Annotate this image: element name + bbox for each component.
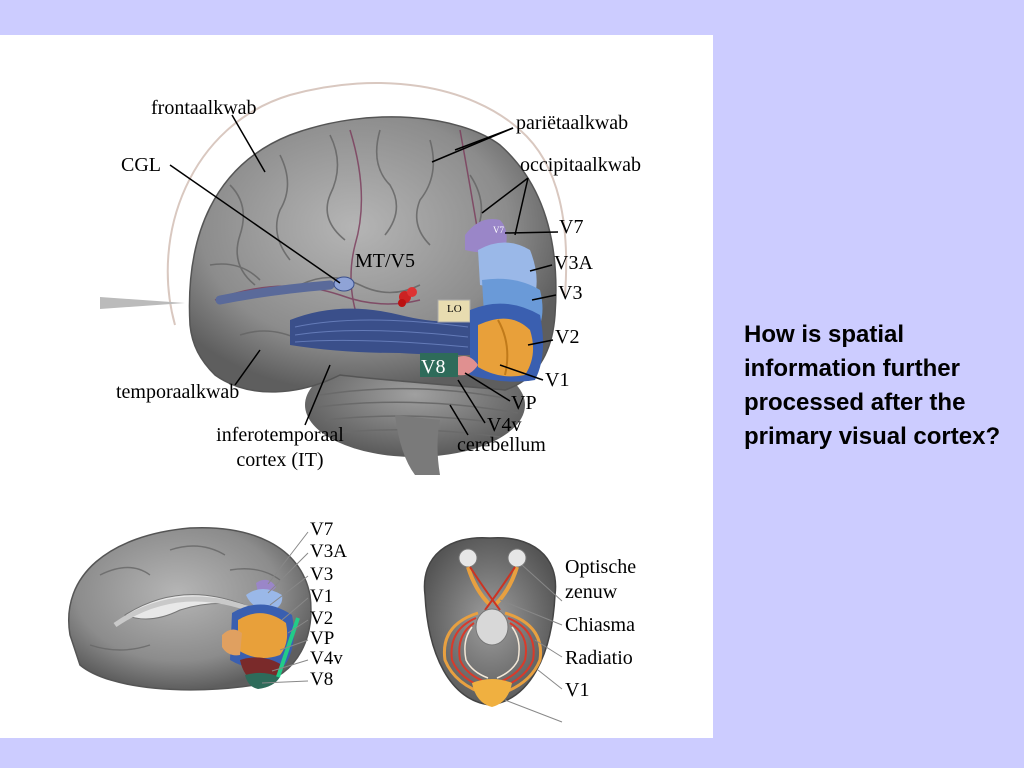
slide-question-text: How is spatial information further proce… xyxy=(744,321,1001,450)
medial-brain-view xyxy=(68,526,312,691)
v1-area xyxy=(478,318,534,377)
label-frontaalkwab: frontaalkwab xyxy=(151,97,257,119)
label-inferotemporaal: inferotemporaal xyxy=(216,424,344,446)
label-v3a: V3A xyxy=(554,252,593,274)
label-v7: V7 xyxy=(559,216,584,238)
medial-label-v8: V8 xyxy=(310,669,334,690)
label-v3: V3 xyxy=(558,282,583,304)
label-temporaalkwab: temporaalkwab xyxy=(116,381,240,403)
label-occipitaalkwab: occipitaalkwab xyxy=(520,154,642,176)
label-cgl: CGL xyxy=(121,154,161,176)
label-lo: LO xyxy=(447,303,462,315)
label-v4v: V4v xyxy=(487,414,522,436)
medial-label-v4v: V4v xyxy=(310,648,343,669)
ventral-label-v1: V1 xyxy=(565,679,590,701)
label-cortex-it: cortex (IT) xyxy=(236,449,324,471)
v4v-area xyxy=(458,356,478,376)
medial-label-v2: V2 xyxy=(310,608,334,629)
label-parietaalkwab: pariëtaalkwab xyxy=(516,112,629,134)
label-cerebellum: cerebellum xyxy=(457,434,546,456)
label-v7-area: V7 xyxy=(493,225,504,235)
brain-figure: frontaalkwab pariëtaalkwab CGL occipitaa… xyxy=(0,35,713,738)
medial-label-v3a: V3A xyxy=(310,541,347,562)
brain-illustration xyxy=(68,81,568,723)
label-v2: V2 xyxy=(555,326,580,348)
v8-area xyxy=(420,353,458,377)
medial-label-v3: V3 xyxy=(310,564,334,585)
lateral-brain-view xyxy=(100,81,568,475)
ventral-label-zenuw: zenuw xyxy=(565,581,618,603)
label-mt-v5: MT/V5 xyxy=(355,250,415,272)
cgl-shape xyxy=(333,276,355,292)
ventral-label-chiasma: Chiasma xyxy=(565,614,635,636)
ventral-label-radiatio: Radiatio xyxy=(565,647,633,669)
medial-label-v7: V7 xyxy=(310,519,334,540)
ventral-brain-view xyxy=(423,537,563,723)
medial-label-v1: V1 xyxy=(310,586,334,607)
ventral-label-optische: Optische xyxy=(565,556,637,578)
label-v8: V8 xyxy=(421,356,446,378)
label-vp: VP xyxy=(511,392,537,414)
label-v1: V1 xyxy=(545,369,570,391)
medial-label-vp: VP xyxy=(310,628,335,649)
